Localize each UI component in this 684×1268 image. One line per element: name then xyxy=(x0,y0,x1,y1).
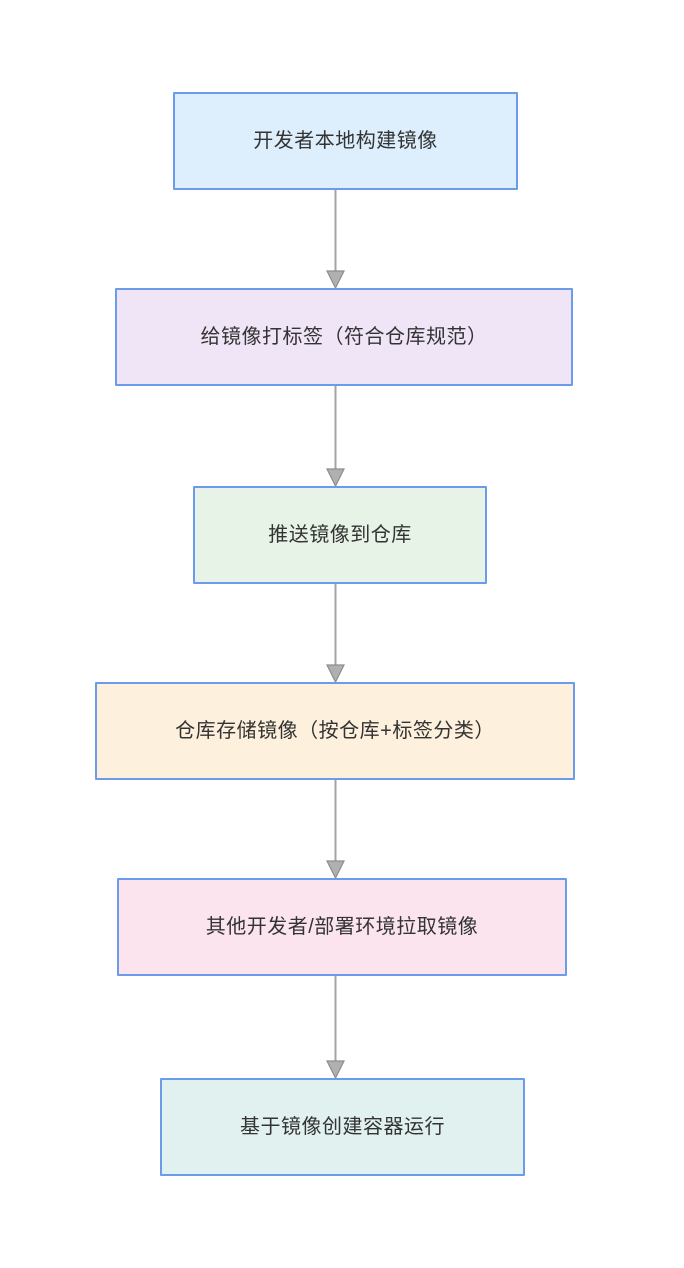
flow-node-run[interactable]: 基于镜像创建容器运行 xyxy=(160,1078,525,1176)
flow-node-label: 其他开发者/部署环境拉取镜像 xyxy=(205,916,479,938)
arrowhead-icon xyxy=(325,664,345,684)
edge-pull-run xyxy=(325,976,345,1080)
flow-node-tag[interactable]: 给镜像打标签（符合仓库规范） xyxy=(115,288,573,386)
edge-build-tag xyxy=(325,190,345,290)
arrowhead-icon xyxy=(325,1060,345,1080)
flow-node-push[interactable]: 推送镜像到仓库 xyxy=(193,486,487,584)
flow-node-build[interactable]: 开发者本地构建镜像 xyxy=(173,92,518,190)
flow-node-label: 开发者本地构建镜像 xyxy=(253,130,438,152)
flow-node-label: 给镜像打标签（符合仓库规范） xyxy=(200,326,488,348)
flow-node-label: 推送镜像到仓库 xyxy=(268,524,412,546)
flow-node-label: 基于镜像创建容器运行 xyxy=(240,1116,445,1138)
arrowhead-icon xyxy=(325,468,345,488)
edge-push-store xyxy=(325,584,345,684)
flow-node-pull[interactable]: 其他开发者/部署环境拉取镜像 xyxy=(117,878,567,976)
flow-node-store[interactable]: 仓库存储镜像（按仓库+标签分类） xyxy=(95,682,575,780)
edge-store-pull xyxy=(325,780,345,880)
arrowhead-icon xyxy=(325,270,345,290)
edge-tag-push xyxy=(325,386,345,488)
flow-node-label: 仓库存储镜像（按仓库+标签分类） xyxy=(175,720,495,742)
arrowhead-icon xyxy=(325,860,345,880)
